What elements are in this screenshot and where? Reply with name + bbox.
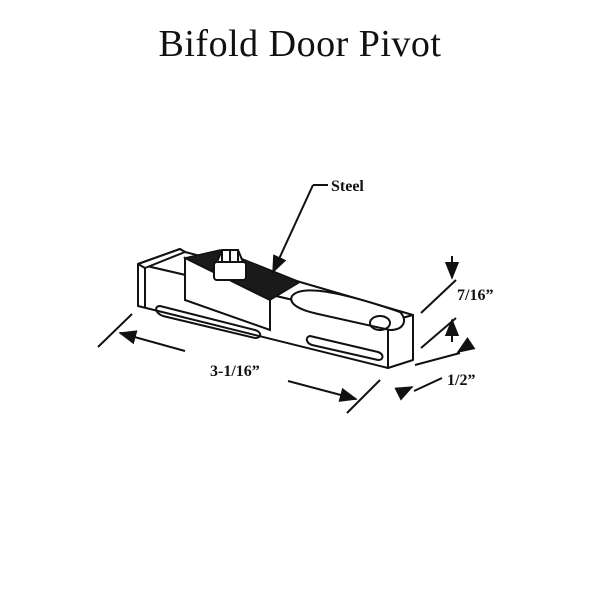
steel-leader [272,184,328,274]
length-dimension [97,313,381,414]
height-dimension [420,256,460,349]
width-label: 1/2” [447,372,475,389]
height-label: 7/16” [457,287,493,304]
pivot-slot [155,289,406,362]
diagram-title: Bifold Door Pivot [158,23,442,65]
bolt-head [213,249,247,281]
length-label: 3-1/16” [210,363,260,380]
width-dimension [394,337,476,401]
steel-label: Steel [331,178,364,195]
